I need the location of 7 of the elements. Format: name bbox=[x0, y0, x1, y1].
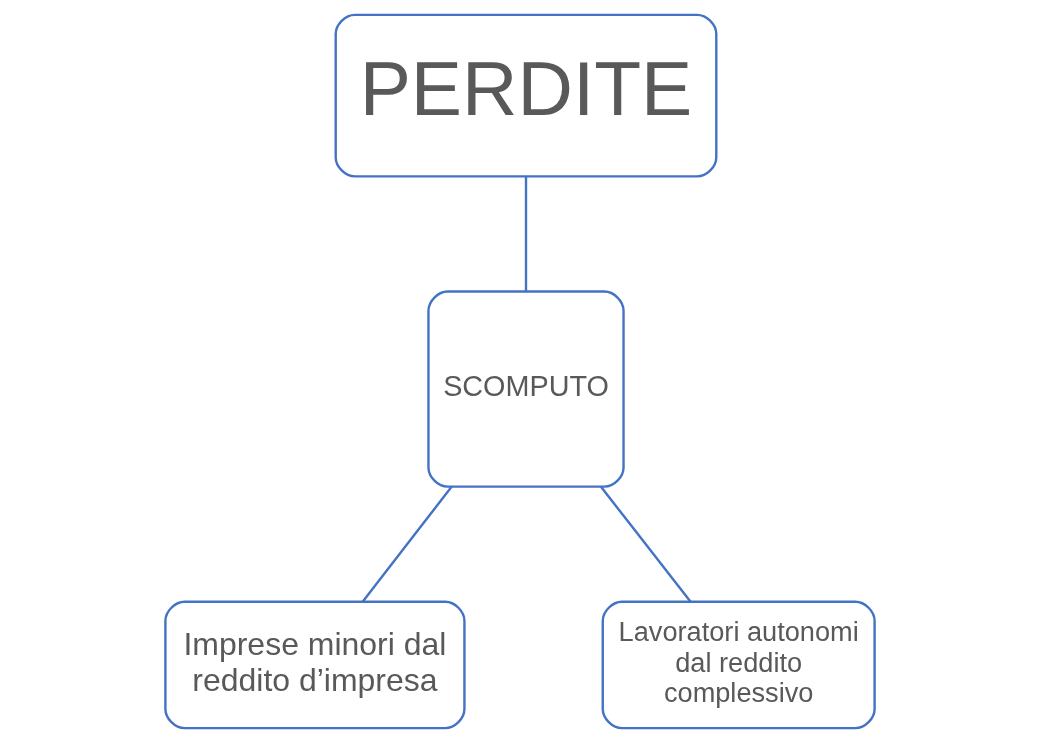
node-box: PERDITE bbox=[334, 13, 718, 178]
node-box: Imprese minori dal reddito d’impresa bbox=[164, 600, 466, 730]
connector bbox=[600, 486, 692, 603]
connector bbox=[361, 486, 453, 603]
connector bbox=[524, 176, 528, 292]
node-box: SCOMPUTO bbox=[427, 290, 625, 488]
node-box: Lavoratori autonomi dal reddito complessivo bbox=[601, 600, 876, 730]
